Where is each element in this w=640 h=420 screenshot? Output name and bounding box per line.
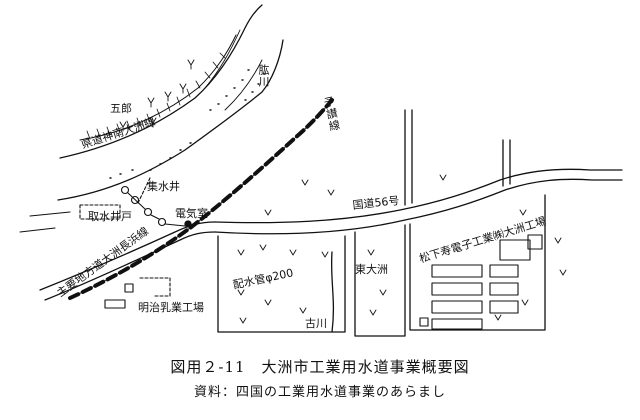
label-meiji-factory: 明治乳業工場: [138, 301, 204, 314]
furukawa-stream: [330, 251, 335, 333]
route56-lower: [214, 178, 623, 235]
field-symbols: [237, 174, 567, 324]
figure-caption: 図用２-11 大洲市工業用水道事業概要図: [170, 358, 470, 376]
meiji-factory: [104, 277, 171, 309]
intake-wells: [19, 177, 186, 233]
source-caption: 資料：四国の工業用水道事業のあらまし: [193, 385, 446, 400]
main-road-outer: [39, 221, 216, 291]
label-hiji-river: 肱川: [257, 64, 270, 88]
embankment-hatches: [86, 52, 226, 140]
block-left: [217, 235, 346, 333]
label-intake-well: 集水井: [147, 180, 180, 193]
river-bank-inner-1: [204, 29, 241, 89]
route56-upper: [214, 168, 623, 224]
label-higashi-ozu: 東大洲: [355, 263, 388, 276]
block-right: [409, 194, 546, 331]
denkishitsu-marker: [184, 220, 192, 228]
river-bank-lower: [57, 39, 284, 201]
factory-buildings: [419, 234, 543, 330]
river-bank-inner-2: [224, 59, 263, 111]
embankment-upper: [79, 34, 237, 141]
sand-dots: [109, 69, 266, 179]
block-middle: [354, 224, 406, 337]
main-road-inner: [44, 231, 216, 301]
label-intake-well-left: 取水井戸: [88, 210, 132, 223]
label-goro: 五郎: [110, 102, 132, 115]
field-marks: [119, 59, 195, 132]
label-furukawa: 古川: [305, 317, 327, 330]
label-denkishitsu: 電気室: [175, 207, 208, 220]
